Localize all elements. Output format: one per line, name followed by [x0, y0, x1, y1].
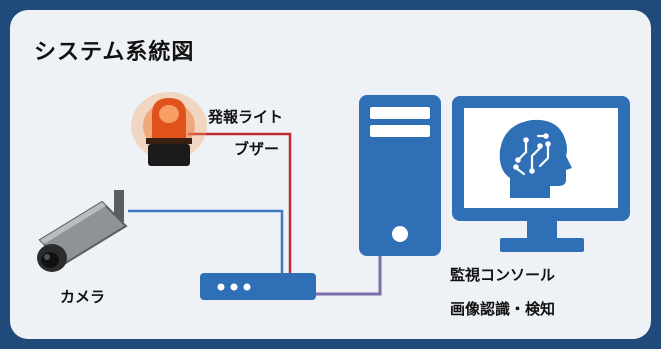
- console-label: 監視コンソール: [450, 266, 556, 284]
- security-camera-icon: [37, 190, 128, 272]
- diagram-panel: システム系統図: [10, 10, 651, 339]
- beacon-to-hub-line: [188, 132, 292, 273]
- network-hub-icon: [200, 273, 316, 300]
- hub-to-computer-line: [316, 256, 382, 296]
- system-diagram: [37, 92, 630, 300]
- buzzer-label: ブザー: [234, 140, 280, 158]
- connection-lines: [128, 132, 382, 296]
- ai-head-icon: [499, 119, 572, 198]
- beacon-label: 発報ライト: [208, 108, 284, 126]
- camera-label: カメラ: [60, 288, 106, 306]
- recognition-label: 画像認識・検知: [450, 300, 556, 318]
- warning-beacon-icon: [131, 92, 207, 166]
- camera-to-hub-line: [128, 209, 284, 273]
- desktop-tower-icon: [359, 95, 441, 256]
- diagram-title: システム系統図: [34, 40, 195, 65]
